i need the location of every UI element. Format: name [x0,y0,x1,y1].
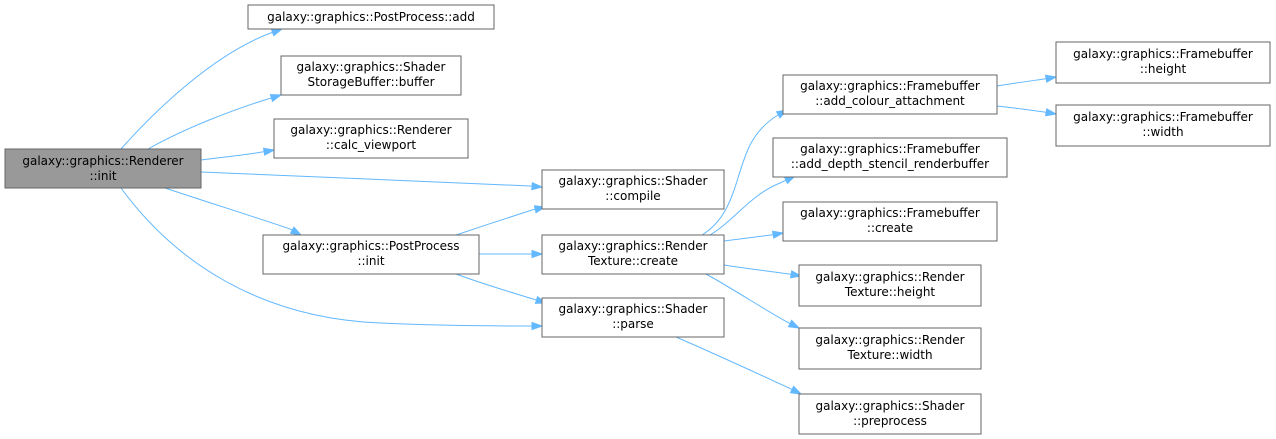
arrowhead-rendertexture_create-to-fb_create [771,230,785,239]
node-renderer-init-line-1: galaxy::graphics::Renderer [22,154,183,168]
arrowhead-rendertexture_create-to-rt_height [789,270,803,279]
node-ssbo-buffer-line-2: StorageBuffer::buffer [307,75,434,89]
node-rendertexture-create-line-2: Texture::create [587,254,678,268]
arrowhead-renderer_init-to-ssbo_buffer [269,94,283,103]
node-fb-add-depth-line-1: galaxy::graphics::Framebuffer [800,142,980,156]
node-shader-compile[interactable]: galaxy::graphics::Shader ::compile [541,169,725,210]
edge-renderer_init-to-shader_compile [200,171,531,187]
node-rt-width-line-2: Texture::width [846,348,932,362]
edge-renderer_init-to-ssbo_buffer [147,98,269,150]
node-fb-create-line-2: ::create [867,221,913,235]
edge-rendertexture_create-to-fb_add_depth [709,182,781,236]
node-fb-height[interactable]: galaxy::graphics::Framebuffer ::height [1055,41,1271,84]
node-shader-preprocess-line-2: ::preprocess [853,414,927,428]
node-renderer-calc-viewport[interactable]: galaxy::graphics::Renderer ::calc_viewpo… [273,118,469,159]
arrowhead-fb_add_colour-to-fb_height [1044,74,1058,83]
node-postprocess-add[interactable]: galaxy::graphics::PostProcess::add [247,4,495,30]
node-rt-width[interactable]: galaxy::graphics::Render Texture::width [798,327,982,370]
node-shader-parse-line-2: ::parse [612,317,654,331]
arrowhead-renderer_init-to-shader_compile [531,181,544,191]
node-renderer-init[interactable]: galaxy::graphics::Renderer ::init [4,148,202,189]
node-rt-width-line-1: galaxy::graphics::Render [815,333,964,347]
edge-postprocess_init-to-shader_parse [455,273,534,300]
edge-renderer_init-to-postprocess_init [164,187,291,230]
node-fb-height-line-2: ::height [1140,62,1187,76]
node-postprocess-add-label: galaxy::graphics::PostProcess::add [267,10,475,24]
node-fb-height-line-1: galaxy::graphics::Framebuffer [1073,47,1253,61]
edge-connector-renderer_init-to-postprocess_add [267,31,273,35]
edge-rendertexture_create-to-fb_create [723,234,772,242]
node-fb-create[interactable]: galaxy::graphics::Framebuffer ::create [782,201,998,242]
node-fb-width[interactable]: galaxy::graphics::Framebuffer ::width [1055,104,1271,147]
nodes-layer: galaxy::graphics::Renderer ::init galaxy… [4,4,1271,435]
edge-renderer_init-to-postprocess_add [120,33,269,150]
node-rt-height-line-2: Texture::height [844,285,936,299]
node-shader-compile-line-1: galaxy::graphics::Shader [559,174,708,188]
arrowhead-postprocess_init-to-rendertexture_create [531,249,544,259]
node-rt-height[interactable]: galaxy::graphics::Render Texture::height [798,264,982,307]
node-shader-parse-line-1: galaxy::graphics::Shader [559,302,708,316]
edge-connector-rendertexture_create-to-fb_add_depth [779,179,787,184]
arrowhead-renderer_init-to-postprocess_add [270,28,284,37]
edge-fb_add_colour-to-fb_height [996,78,1045,87]
node-shader-preprocess[interactable]: galaxy::graphics::Shader ::preprocess [798,393,982,435]
node-rendertexture-create[interactable]: galaxy::graphics::Render Texture::create [541,234,725,275]
edge-connector-shader_parse-to-shader_preprocess [788,387,793,390]
node-fb-add-colour-line-1: galaxy::graphics::Framebuffer [800,79,980,93]
edge-rendertexture_create-to-fb_add_colour [701,114,779,236]
node-shader-compile-line-2: ::compile [605,189,660,203]
edge-fb_add_colour-to-fb_width [996,105,1045,113]
node-fb-width-line-2: ::width [1142,125,1183,139]
edge-renderer_init-to-shader_parse [120,187,531,327]
arrowhead-fb_add_colour-to-fb_width [1044,108,1058,117]
edge-connector-renderer_init-to-ssbo_buffer [267,97,272,100]
node-rt-height-line-1: galaxy::graphics::Render [815,270,964,284]
node-rendertexture-create-line-1: galaxy::graphics::Render [558,239,707,253]
node-renderer-init-line-2: ::init [89,169,116,183]
arrowhead-shader_parse-to-shader_preprocess [789,385,803,395]
edge-rendertexture_create-to-rt_height [723,264,790,275]
node-ssbo-buffer-line-1: galaxy::graphics::Shader [297,60,446,74]
arrowhead-renderer_init-to-postprocess_init [289,226,303,236]
node-renderer-calc-viewport-line-2: ::calc_viewport [326,138,416,152]
node-postprocess-init-line-1: galaxy::graphics::PostProcess [282,239,459,253]
edge-connector-postprocess_init-to-shader_parse [532,298,537,301]
node-fb-add-colour-attachment[interactable]: galaxy::graphics::Framebuffer ::add_colo… [782,74,998,115]
edge-renderer_init-to-renderer_calc_viewport [200,151,263,161]
arrowhead-renderer_init-to-renderer_calc_viewport [262,147,276,156]
node-postprocess-init-line-2: ::init [357,254,384,268]
node-fb-add-depth-stencil[interactable]: galaxy::graphics::Framebuffer ::add_dept… [772,137,1008,178]
arrowhead-renderer_init-to-shader_parse [531,321,544,331]
node-shader-preprocess-line-1: galaxy::graphics::Shader [816,399,965,413]
edge-connector-postprocess_init-to-shader_compile [531,208,536,211]
node-renderer-calc-viewport-line-1: galaxy::graphics::Renderer [290,123,451,137]
node-postprocess-init[interactable]: galaxy::graphics::PostProcess ::init [262,234,480,275]
edges-layer [120,28,1058,395]
edge-rendertexture_create-to-rt_width [705,273,788,323]
node-fb-width-line-1: galaxy::graphics::Framebuffer [1073,110,1253,124]
node-fb-add-depth-line-2: ::add_depth_stencil_renderbuffer [791,157,989,171]
node-ssbo-buffer[interactable]: galaxy::graphics::Shader StorageBuffer::… [280,55,462,96]
arrowhead-rendertexture_create-to-rt_width [787,319,801,329]
node-shader-parse[interactable]: galaxy::graphics::Shader ::parse [541,297,725,338]
node-fb-create-line-1: galaxy::graphics::Framebuffer [800,206,980,220]
edge-shader_parse-to-shader_preprocess [675,336,790,389]
edge-postprocess_init-to-shader_compile [455,209,533,236]
node-fb-add-colour-line-2: ::add_colour_attachment [815,94,965,108]
edge-connector-rendertexture_create-to-rt_width [786,321,791,324]
